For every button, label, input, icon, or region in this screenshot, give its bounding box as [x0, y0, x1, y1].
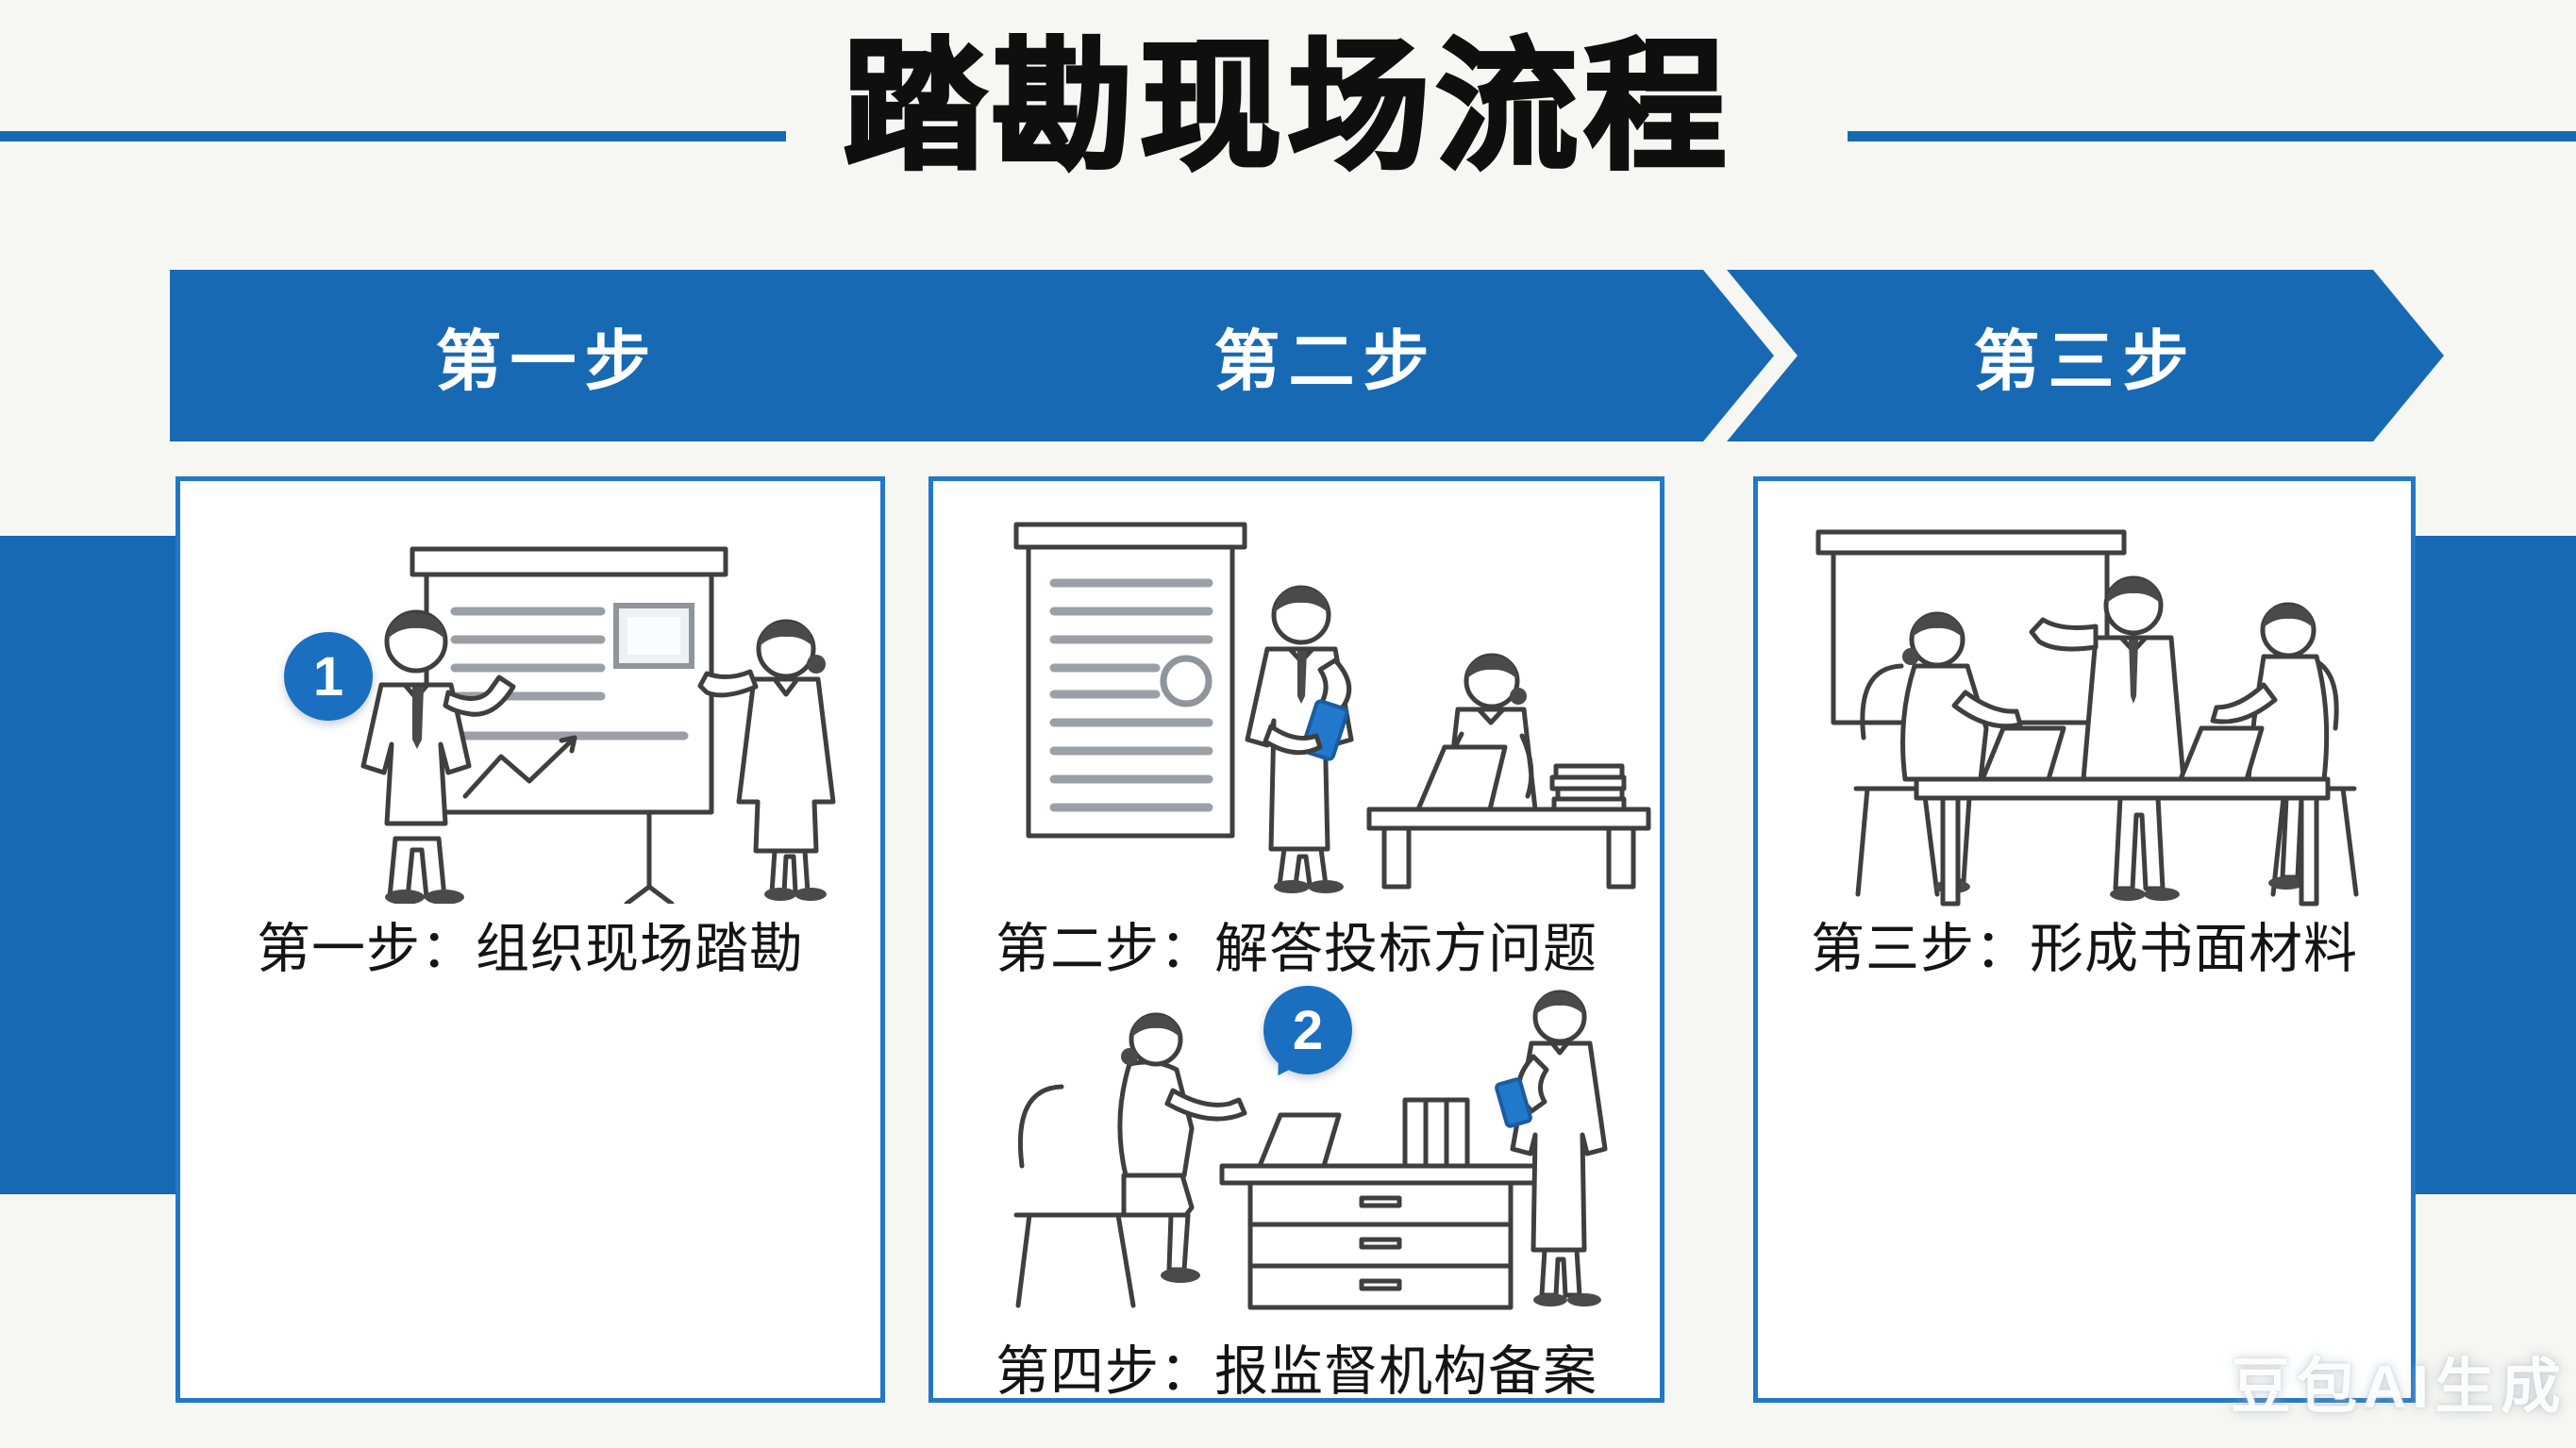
step-banner-1: 第一步 [170, 270, 962, 441]
meeting-scene-illustration [1815, 529, 2359, 907]
laptop [1415, 744, 1508, 812]
card3-caption: 第三步：形成书面材料 [1811, 919, 2358, 979]
laptop-right [2178, 725, 2265, 782]
title-rule-right [1848, 131, 2576, 141]
book-stack [1549, 763, 1627, 812]
laptop-left [1980, 725, 2066, 782]
standing-man-with-tablet [1245, 585, 1354, 893]
desk-top [1366, 807, 1651, 831]
step-banner-2: 第二步 [878, 270, 1774, 441]
presenter-man [360, 609, 516, 904]
step-banner-2-label: 第二步 [1213, 324, 1438, 398]
card-step2: 第二步：解答投标方问题 [928, 476, 1664, 1403]
desk-with-drawers [1219, 1097, 1542, 1310]
step-banner-3-label: 第三步 [1973, 324, 2198, 398]
wall-document [1013, 522, 1247, 839]
side-accent-right [2414, 536, 2576, 1194]
standing-man-with-phone [1495, 990, 1608, 1307]
step-1-badge: 1 [284, 632, 373, 721]
card-step1: 1 第一步：组织现场踏勘 [176, 476, 885, 1403]
office-chair [1013, 1084, 1136, 1308]
card2-caption-bottom: 第四步：报监督机构备案 [995, 1341, 1597, 1402]
presentation-scene-illustration [360, 546, 836, 904]
card2-caption-top: 第二步：解答投标方问题 [995, 919, 1597, 979]
step-banner-1-label: 第一步 [435, 324, 660, 398]
laptop [1257, 1112, 1342, 1169]
side-accent-left [0, 536, 179, 1194]
step-2-badge: 2 [1263, 986, 1352, 1074]
step-banner-3: 第三步 [1727, 270, 2444, 441]
seated-woman [1117, 1012, 1247, 1283]
upright-books [1402, 1097, 1470, 1169]
listener-woman [697, 619, 836, 901]
card-step3: 第三步：形成书面材料 [1753, 476, 2416, 1403]
title-rule-left [0, 131, 786, 141]
card1-caption: 第一步：组织现场踏勘 [257, 919, 804, 979]
blue-phone [1495, 1077, 1532, 1128]
meeting-table [1914, 776, 2331, 907]
ai-watermark: 豆包AI生成 [2231, 1353, 2567, 1421]
qa-scene-illustration [1013, 522, 1651, 893]
page-title: 踏勘现场流程 [842, 25, 1732, 188]
flipchart-board [410, 546, 728, 904]
filing-scene-illustration [1013, 990, 1608, 1310]
seated-man-right [2210, 602, 2330, 890]
seated-woman-at-desk [1366, 653, 1651, 890]
